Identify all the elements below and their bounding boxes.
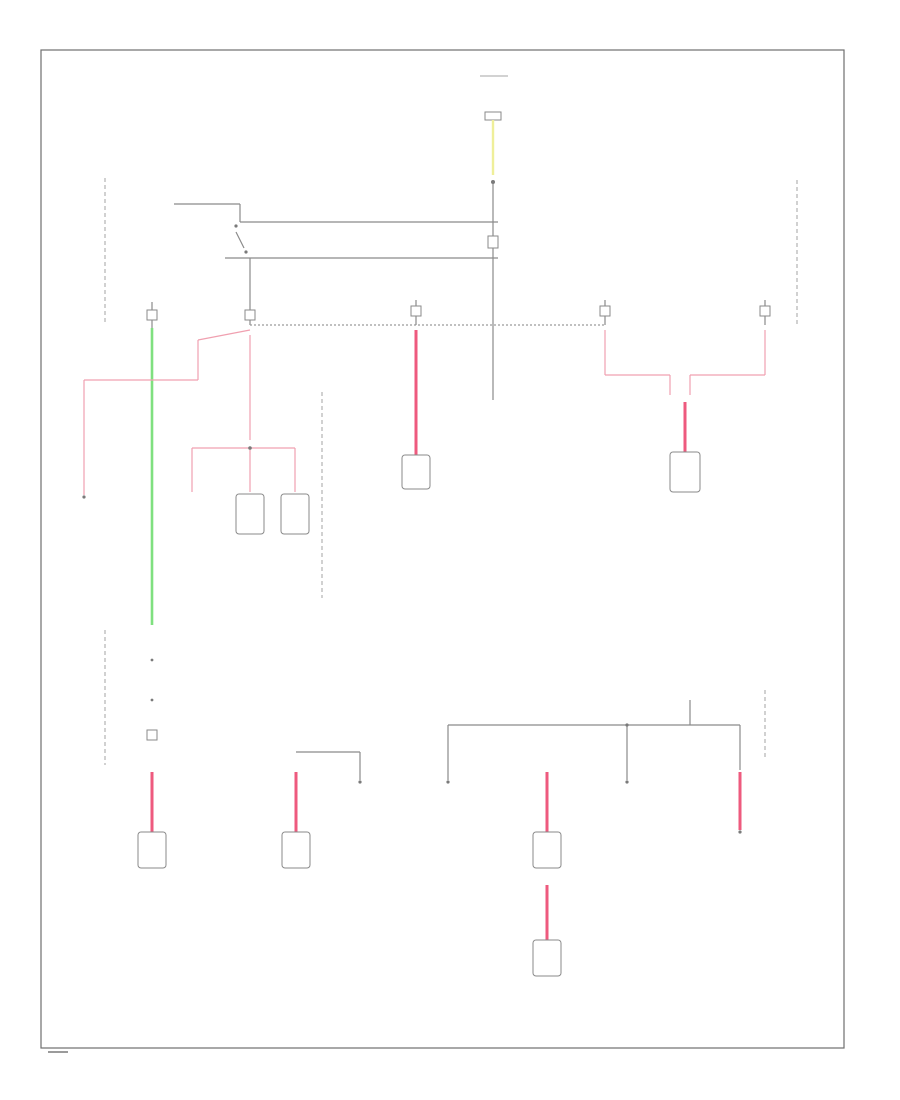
center-component [401,454,431,490]
bottom-mid-circuit [281,751,362,869]
left-circuit [82,328,323,625]
solenoid-a [235,493,265,535]
solenoid-b [280,493,310,535]
diagram-frame [40,49,845,1049]
bottom-left-component [137,831,167,869]
bottom-module [532,831,562,869]
center-circuit [401,330,431,490]
bottom-right-circuit [446,690,766,977]
top-feed [480,75,508,222]
bottom-mid-component [281,831,311,869]
bottom-left-circuit [137,772,167,869]
bottom-lower-component [532,939,562,977]
right-circuit [604,330,766,493]
right-component [669,451,701,493]
ignition-switch [104,178,499,325]
